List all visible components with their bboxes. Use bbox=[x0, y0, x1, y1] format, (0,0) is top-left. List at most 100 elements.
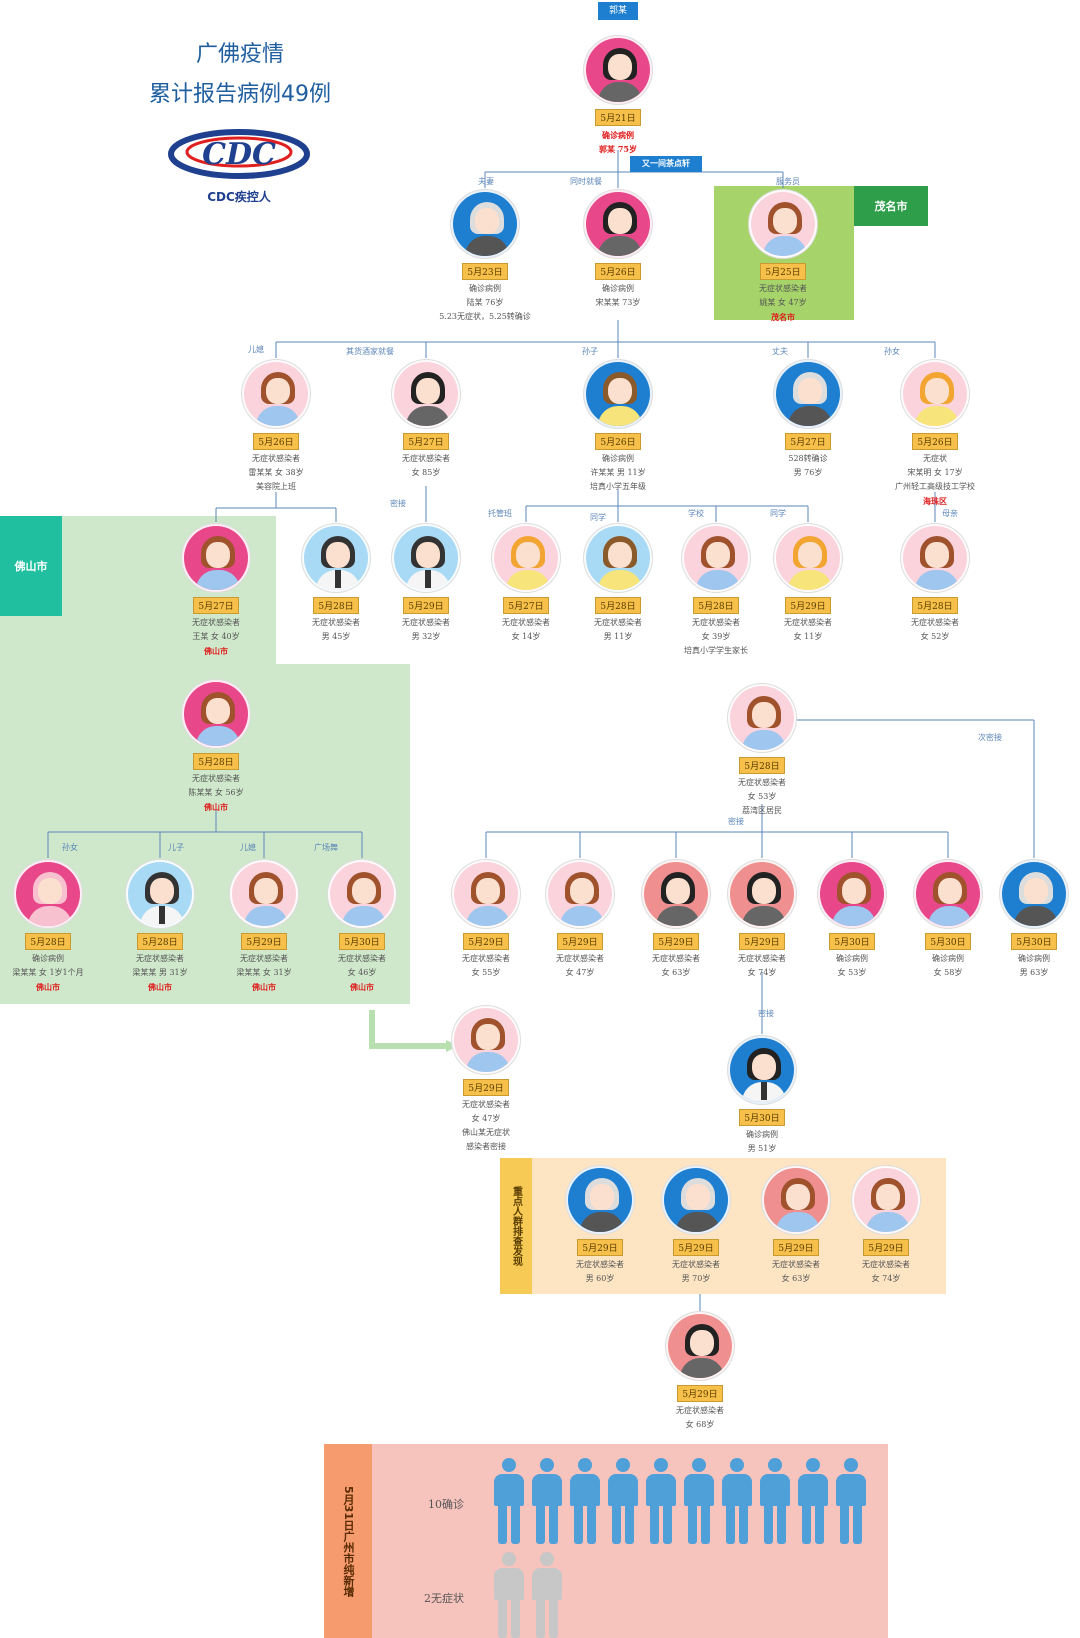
case-info3: 美容院上班 bbox=[256, 482, 296, 491]
case-date: 5月25日 bbox=[760, 263, 806, 280]
person-avatar-icon bbox=[230, 860, 298, 928]
case-date: 5月29日 bbox=[463, 1079, 509, 1096]
case-info1: 无症状感染者 bbox=[784, 618, 832, 627]
person-avatar-icon bbox=[452, 1006, 520, 1074]
person-avatar-icon bbox=[901, 524, 969, 592]
shop-label: 又一间茶点轩 bbox=[630, 156, 702, 172]
case-node-n_52: 5月28日无症状感染者女 52岁 bbox=[875, 524, 995, 642]
person-avatar-icon bbox=[774, 524, 842, 592]
case-info2: 男 70岁 bbox=[681, 1274, 711, 1283]
asymptomatic-person-icon bbox=[532, 1552, 562, 1638]
case-info2: 宋某明 女 17岁 bbox=[907, 468, 963, 477]
case-node-n_baby: 5月28日确诊病例梁某某 女 1岁1个月佛山市 bbox=[0, 860, 108, 992]
rel-mother: 母亲 bbox=[942, 509, 958, 518]
case-info4: 海珠区 bbox=[923, 496, 947, 506]
case-date: 5月28日 bbox=[25, 933, 71, 950]
person-avatar-icon bbox=[14, 860, 82, 928]
case-info3: 佛山市 bbox=[148, 982, 172, 992]
rel-school: 学校 bbox=[688, 509, 704, 518]
rel-sub-close: 次密接 bbox=[978, 733, 1002, 742]
case-info2: 梁某某 女 31岁 bbox=[236, 968, 292, 977]
case-info2: 许某某 男 11岁 bbox=[590, 468, 646, 477]
case-date: 5月29日 bbox=[653, 933, 699, 950]
case-info2: 梁某某 女 1岁1个月 bbox=[12, 968, 84, 977]
case-info2: 女 85岁 bbox=[411, 468, 441, 477]
case-info3: 培真小学五年级 bbox=[590, 482, 646, 491]
case-info2: 女 47岁 bbox=[565, 968, 595, 977]
rel-granddaughter: 孙女 bbox=[884, 347, 900, 356]
case-date: 5月29日 bbox=[773, 1239, 819, 1256]
person-avatar-icon bbox=[728, 1036, 796, 1104]
rel-husband: 丈夫 bbox=[772, 347, 788, 356]
person-avatar-icon bbox=[492, 524, 560, 592]
case-date: 5月30日 bbox=[339, 933, 385, 950]
case-info3: 佛山某无症状 bbox=[462, 1128, 510, 1137]
rel-fs-son: 儿子 bbox=[168, 843, 184, 852]
case-node-root: 5月21日确诊病例郭某 75岁 bbox=[558, 36, 678, 154]
case-info1: 无症状感染者 bbox=[556, 954, 604, 963]
case-info2: 女 39岁 bbox=[701, 632, 731, 641]
cdc-logo-text: CDC疾控人 bbox=[207, 190, 271, 204]
case-info1: 无症状感染者 bbox=[402, 618, 450, 627]
rel-fs-grandgirl: 孙女 bbox=[62, 843, 78, 852]
case-info3: 广州轻工高级技工学校 bbox=[895, 482, 975, 491]
case-date: 5月27日 bbox=[785, 433, 831, 450]
case-info1: 无症状感染者 bbox=[676, 1406, 724, 1415]
case-node-n_chen: 5月28日无症状感染者陈某某 女 56岁佛山市 bbox=[156, 680, 276, 812]
case-date: 5月26日 bbox=[253, 433, 299, 450]
person-avatar-icon bbox=[302, 524, 370, 592]
person-avatar-icon bbox=[762, 1166, 830, 1234]
case-node-n_68: 5月29日无症状感染者女 68岁 bbox=[640, 1312, 760, 1430]
case-node-n_wang: 5月27日无症状感染者王某 女 40岁佛山市 bbox=[156, 524, 276, 656]
case-date: 5月27日 bbox=[403, 433, 449, 450]
rel-class-teacher: 托管班 bbox=[488, 509, 512, 518]
case-info1: 无症状感染者 bbox=[594, 618, 642, 627]
person-avatar-icon bbox=[584, 190, 652, 258]
case-date: 5月29日 bbox=[785, 597, 831, 614]
person-avatar-icon bbox=[774, 360, 842, 428]
title-line2: 累计报告病例49例 bbox=[149, 82, 331, 107]
case-info1: 确诊病例 bbox=[932, 954, 964, 963]
person-avatar-icon bbox=[642, 860, 710, 928]
case-date: 5月29日 bbox=[739, 933, 785, 950]
case-date: 5月26日 bbox=[595, 263, 641, 280]
case-info3: 5.23无症状，5.25转确诊 bbox=[439, 312, 531, 321]
case-info2: 女 53岁 bbox=[837, 968, 867, 977]
person-avatar-icon bbox=[242, 360, 310, 428]
confirmed-person-icon bbox=[646, 1458, 676, 1546]
case-info1: 无症状感染者 bbox=[462, 1100, 510, 1109]
case-info1: 无症状感染者 bbox=[462, 954, 510, 963]
case-info1: 无症状感染者 bbox=[402, 454, 450, 463]
person-avatar-icon bbox=[662, 1166, 730, 1234]
confirmed-person-icon bbox=[798, 1458, 828, 1546]
person-avatar-icon bbox=[728, 684, 796, 752]
case-info1: 无症状感染者 bbox=[738, 778, 786, 787]
new-cases-label: 5月31日广州市纯新增 bbox=[324, 1444, 372, 1638]
case-date: 5月27日 bbox=[193, 597, 239, 614]
case-node-n_85: 5月27日无症状感染者女 85岁 bbox=[366, 360, 486, 478]
case-info2: 女 74岁 bbox=[871, 1274, 901, 1283]
case-info1: 无症状感染者 bbox=[862, 1260, 910, 1269]
case-info2: 女 74岁 bbox=[747, 968, 777, 977]
confirmed-person-icon bbox=[608, 1458, 638, 1546]
case-node-n_lei: 5月26日无症状感染者雷某某 女 38岁美容院上班 bbox=[216, 360, 336, 492]
case-info1: 无症状感染者 bbox=[911, 618, 959, 627]
person-avatar-icon bbox=[328, 860, 396, 928]
case-info1: 确诊病例 bbox=[602, 284, 634, 293]
case-info1: 确诊病例 bbox=[1018, 954, 1050, 963]
case-info2: 女 63岁 bbox=[661, 968, 691, 977]
case-node-n_11f: 5月29日无症状感染者女 11岁 bbox=[748, 524, 868, 642]
case-node-n_53: 5月28日无症状感染者女 53岁荔湾区居民 bbox=[702, 684, 822, 816]
confirmed-person-icon bbox=[494, 1458, 524, 1546]
person-avatar-icon bbox=[728, 860, 796, 928]
case-info1: 无症状感染者 bbox=[759, 284, 807, 293]
case-info3: 佛山市 bbox=[252, 982, 276, 992]
case-node-n_11m: 5月28日无症状感染者男 11岁 bbox=[558, 524, 678, 642]
case-info1: 确诊病例 bbox=[836, 954, 868, 963]
case-date: 5月28日 bbox=[193, 753, 239, 770]
person-avatar-icon bbox=[1000, 860, 1068, 928]
case-date: 5月29日 bbox=[557, 933, 603, 950]
person-avatar-icon bbox=[682, 524, 750, 592]
